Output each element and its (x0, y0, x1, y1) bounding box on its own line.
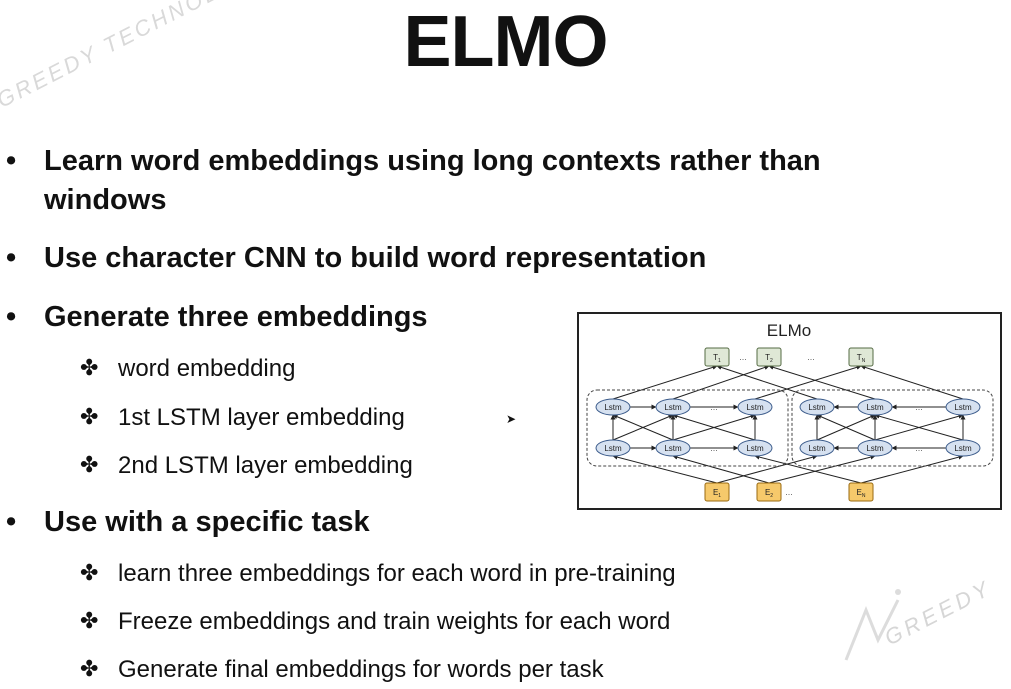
bullet-3: • Generate three embeddings (6, 298, 428, 337)
lstm-cell-label: Lstm (604, 444, 622, 453)
input-to-lstm-line (716, 454, 818, 484)
lstm-cell (595, 398, 631, 416)
output-token (848, 347, 874, 367)
lstm-vertical-line (672, 413, 756, 441)
sub-item: ✤ Generate final embeddings for words pe… (80, 656, 604, 683)
bullet-4-text: Use with a specific task (44, 506, 370, 538)
lstm-cell-label: Lstm (808, 444, 826, 453)
backward-lstm-group (791, 389, 994, 467)
clover-bullet-icon: ✤ (80, 656, 99, 681)
bullet-4: • Use with a specific task (6, 503, 370, 542)
clover-bullet-icon: ✤ (80, 608, 99, 633)
bullet-1-line2: windows (44, 184, 167, 216)
bullet-dot: • (6, 301, 17, 333)
ellipsis-label: ... (915, 443, 923, 453)
sub-item: ✤ 1st LSTM layer embedding (80, 404, 405, 431)
bullet-2-text: Use character CNN to build word represen… (44, 242, 707, 274)
ellipsis-label: ... (710, 402, 718, 412)
clover-bullet-icon: ✤ (80, 404, 99, 429)
sub-item: ✤ word embedding (80, 355, 296, 382)
input-to-lstm-line (860, 454, 964, 484)
lstm-cell (857, 398, 893, 416)
lstm-vertical-line (874, 413, 964, 441)
lstm-cell-label: Lstm (746, 403, 764, 412)
lstm-vertical-line (816, 414, 876, 441)
output-token (704, 347, 730, 367)
lstm-to-output-line (754, 364, 862, 400)
lstm-cell (799, 439, 835, 457)
lstm-cell (655, 398, 691, 416)
lstm-to-output-line (612, 364, 718, 400)
lstm-to-output-line (768, 364, 876, 400)
lstm-cell-label: Lstm (808, 403, 826, 412)
diagram-connections (610, 364, 966, 484)
input-to-lstm-line (612, 454, 718, 484)
lstm-cell-label: Lstm (664, 403, 682, 412)
lstm-cell-label: Lstm (604, 403, 622, 412)
forward-lstm-group (586, 389, 789, 467)
bullet-dot: • (6, 506, 17, 538)
input-token-label: E1 (713, 488, 721, 499)
clover-bullet-icon: ✤ (80, 452, 99, 477)
lstm-cell-label: Lstm (954, 403, 972, 412)
ellipsis-label: ... (739, 352, 747, 362)
ellipsis-label: ... (807, 352, 815, 362)
elmo-diagram-svg: ELMo LstmLstmLstmLstmLstmLstmLstmLstmLst… (586, 321, 994, 502)
clover-bullet-icon: ✤ (80, 560, 99, 585)
diagram-title: ELMo (767, 321, 811, 340)
lstm-cell (945, 439, 981, 457)
output-token (756, 347, 782, 367)
lstm-cell (857, 439, 893, 457)
slide-title: ELMO (403, 2, 609, 82)
bullet-1: • Learn word embeddings using long conte… (6, 142, 821, 220)
lstm-to-output-line (860, 365, 964, 400)
lstm-to-output-line (672, 365, 770, 400)
output-token-label: T2 (765, 353, 773, 364)
lstm-cell (737, 398, 773, 416)
bullet-3-text: Generate three embeddings (44, 301, 428, 333)
mouse-cursor-icon: ➤ (506, 412, 517, 426)
lstm-cell (945, 398, 981, 416)
lstm-cell (655, 439, 691, 457)
input-to-lstm-line (672, 454, 770, 484)
clover-bullet-icon: ✤ (80, 355, 99, 380)
input-token (756, 482, 782, 502)
input-token-label: EN (857, 488, 866, 499)
sub-item: ✤ 2nd LSTM layer embedding (80, 452, 413, 479)
lstm-cell-label: Lstm (746, 444, 764, 453)
ellipsis-label: ... (915, 402, 923, 412)
input-token (704, 482, 730, 502)
lstm-cell (595, 439, 631, 457)
input-token (848, 482, 874, 502)
ellipsis-label: ... (710, 443, 718, 453)
lstm-cells: LstmLstmLstmLstmLstmLstmLstmLstmLstmLstm… (595, 398, 981, 457)
input-token-label: E2 (765, 488, 773, 499)
sub-item: ✤ learn three embeddings for each word i… (80, 560, 676, 587)
bullet-dot: • (6, 145, 17, 177)
lstm-vertical-line (612, 414, 674, 441)
bullet-1-line1: Learn word embeddings using long context… (44, 145, 821, 177)
bullet-dot: • (6, 242, 17, 274)
lstm-cell-label: Lstm (866, 444, 884, 453)
ellipsis-label: ... (785, 487, 793, 497)
bullet-2: • Use character CNN to build word repres… (6, 239, 707, 278)
sub-item: ✤ Freeze embeddings and train weights fo… (80, 608, 671, 635)
lstm-cell-label: Lstm (866, 403, 884, 412)
lstm-cell-label: Lstm (664, 444, 682, 453)
lstm-cell (799, 398, 835, 416)
input-to-lstm-line (754, 454, 862, 484)
lstm-to-output-line (716, 365, 818, 400)
lstm-cell-label: Lstm (954, 444, 972, 453)
output-token-label: T1 (713, 353, 721, 364)
lstm-cell (737, 439, 773, 457)
watermark-logo-icon (844, 589, 901, 661)
input-to-lstm-line (768, 454, 876, 484)
output-token-label: TN (857, 353, 866, 364)
token-boxes: ..................... T1 T2 TN E1 E2 EN (704, 347, 923, 502)
